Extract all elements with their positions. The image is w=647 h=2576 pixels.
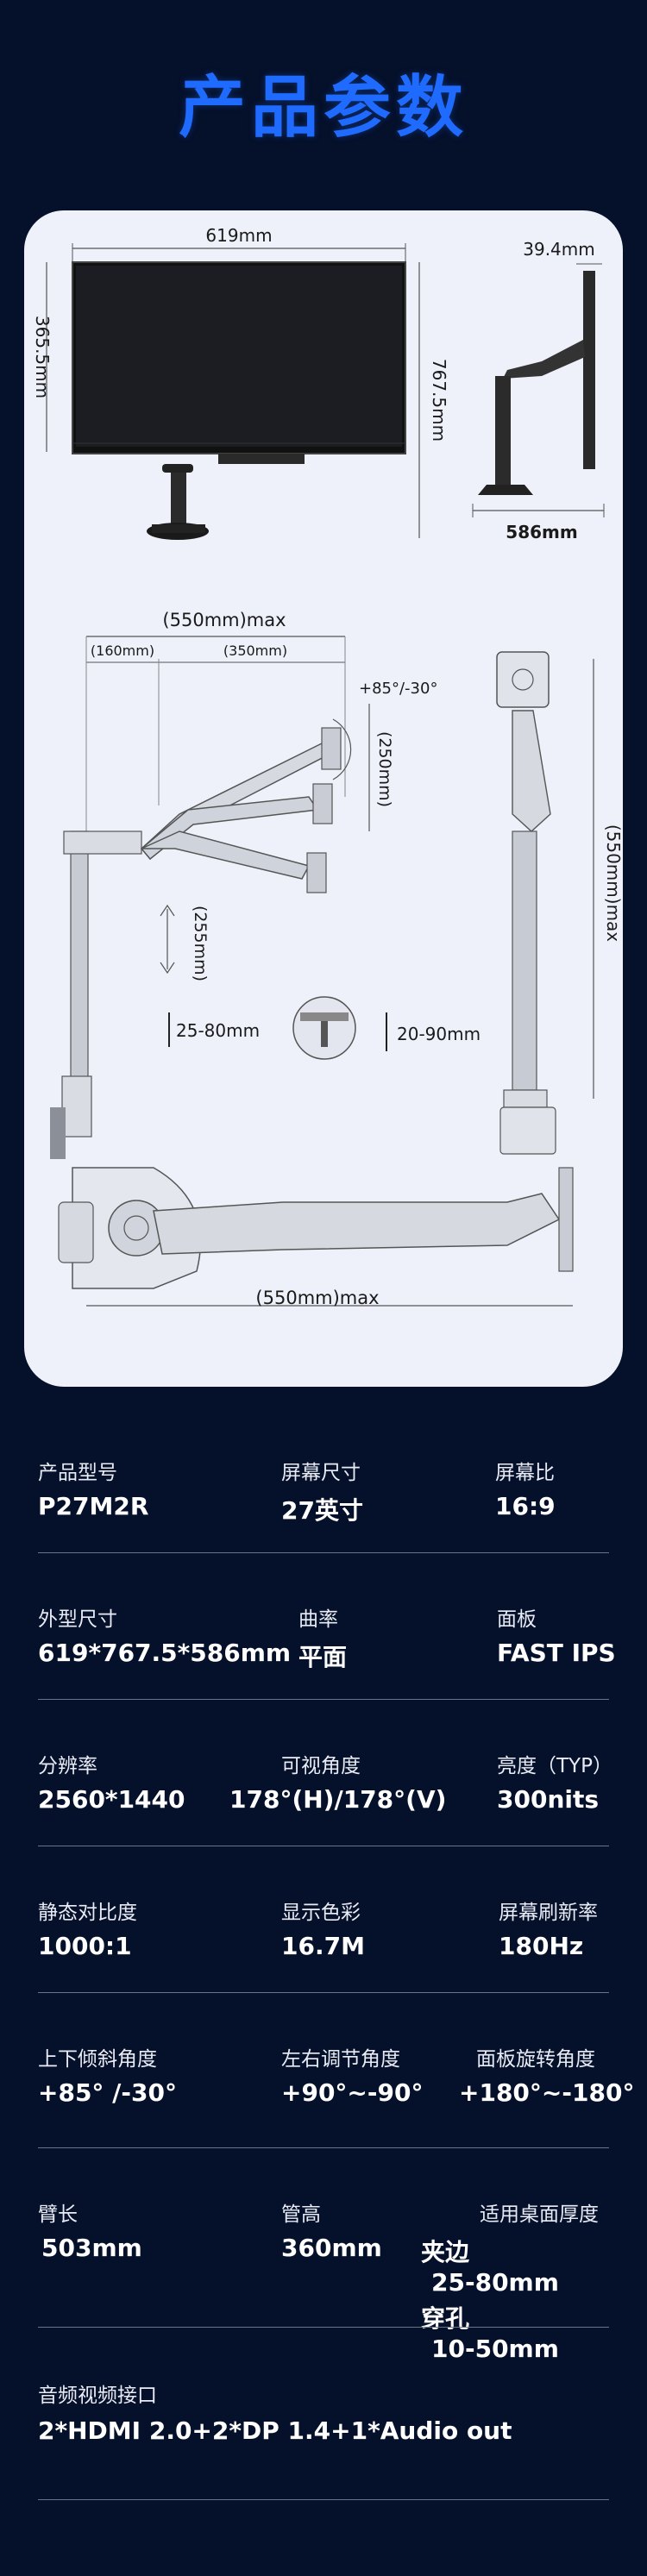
tilt-label: +85°/-30° <box>359 680 437 698</box>
spec-value: 180Hz <box>499 1932 584 1960</box>
spec-label: 亮度（TYP） <box>497 1755 612 1777</box>
spec-value: 503mm <box>41 2234 142 2262</box>
front-pole-view: (550mm)max <box>496 651 623 1155</box>
spec-cell-tilt: 上下倾斜角度 +85° /-30° <box>38 2042 177 2107</box>
spec-label: 分辨率 <box>38 1755 97 1777</box>
spec-row: 外型尺寸 619*767.5*586mm 曲率 平面 面板 FAST IPS <box>38 1602 616 1706</box>
lift-label: (250mm) <box>375 731 394 807</box>
spec-cell-resolution: 分辨率 2560*1440 <box>38 1749 185 1814</box>
spec-label: 屏幕刷新率 <box>499 1902 598 1924</box>
hole-line: 穿孔 10-50mm <box>421 2300 609 2363</box>
spec-cell-colors: 显示色彩 16.7M <box>281 1896 365 1960</box>
spec-cell-refresh-rate: 屏幕刷新率 180Hz <box>499 1896 598 1960</box>
top-reach-label: (550mm)max <box>255 1288 379 1308</box>
spec-cell-contrast: 静态对比度 1000:1 <box>38 1896 137 1960</box>
top-view: (550mm)max <box>58 1167 574 1308</box>
spec-cell-pole-height: 管高 360mm <box>281 2197 382 2262</box>
hole-range-label: 20-90mm <box>397 1024 481 1044</box>
page-title: 产品参数 <box>178 69 468 147</box>
spec-value: 16.7M <box>281 1932 365 1960</box>
spec-cell-swivel: 左右调节角度 +90°~-90° <box>281 2042 423 2107</box>
reach-b-label: (350mm) <box>223 642 287 659</box>
spec-row: 上下倾斜角度 +85° /-30° 左右调节角度 +90°~-90° 面板旋转角… <box>38 2042 634 2154</box>
hole-value: 10-50mm <box>431 2335 559 2363</box>
row-divider <box>38 2327 609 2328</box>
spec-label: 曲率 <box>298 1608 338 1631</box>
spec-label: 面板 <box>497 1608 537 1631</box>
spec-label: 外型尺寸 <box>38 1608 117 1631</box>
spec-row: 产品型号 P27M2R 屏幕尺寸 27英寸 屏幕比 16:9 <box>38 1456 609 1559</box>
spec-label: 臂长 <box>38 2203 78 2226</box>
row-divider <box>38 1992 609 1993</box>
spec-cell-dimensions: 外型尺寸 619*767.5*586mm <box>38 1602 291 1667</box>
spec-value: 300nits <box>497 1785 600 1814</box>
dimension-diagram: 619mm 365.5mm 767.5mm 39.4mm <box>32 225 623 1308</box>
spec-cell-brightness: 亮度（TYP） 300nits <box>497 1749 612 1814</box>
row-divider <box>38 1552 609 1553</box>
spec-value: 2560*1440 <box>38 1785 185 1814</box>
spec-value: +85° /-30° <box>38 2078 177 2107</box>
spec-label: 左右调节角度 <box>281 2048 400 2071</box>
total-height-label: 767.5mm <box>429 359 449 442</box>
spec-label: 音频视频接口 <box>38 2385 157 2407</box>
spec-label: 适用桌面厚度 <box>480 2203 599 2226</box>
width-label: 619mm <box>205 225 272 246</box>
spec-value: +90°~-90° <box>281 2078 424 2107</box>
spec-cell-panel: 面板 FAST IPS <box>497 1602 616 1667</box>
front-view: 619mm 365.5mm 767.5mm <box>32 225 449 540</box>
spec-label: 管高 <box>281 2203 321 2226</box>
spec-row: 静态对比度 1000:1 显示色彩 16.7M 屏幕刷新率 180Hz <box>38 1896 609 1999</box>
spec-value: 178°(H)/178°(V) <box>229 1785 447 1814</box>
spec-label: 可视角度 <box>281 1755 361 1777</box>
reach-max-label: (550mm)max <box>162 610 286 630</box>
spec-cell-model: 产品型号 P27M2R <box>38 1456 148 1520</box>
spec-value: FAST IPS <box>497 1639 616 1667</box>
base-depth-label: 586mm <box>506 522 577 542</box>
spec-cell-ports: 音频视频接口 2*HDMI 2.0+2*DP 1.4+1*Audio out <box>38 2379 512 2445</box>
vertical-max-label: (550mm)max <box>603 824 623 942</box>
side-view: 39.4mm 586mm <box>472 239 605 542</box>
spec-value: 2*HDMI 2.0+2*DP 1.4+1*Audio out <box>38 2416 512 2445</box>
spec-value: P27M2R <box>38 1492 149 1520</box>
spec-value: 1000:1 <box>38 1932 132 1960</box>
spec-label: 屏幕比 <box>495 1462 555 1484</box>
spec-value: 360mm <box>281 2234 382 2262</box>
clamp-value: 25-80mm <box>431 2268 559 2297</box>
spec-label: 显示色彩 <box>281 1902 361 1924</box>
spec-value: 16:9 <box>495 1492 556 1520</box>
spec-cell-desk-thickness: 适用桌面厚度 夹边 25-80mm 穿孔 10-50mm <box>421 2197 609 2363</box>
spec-value: +180°~-180° <box>459 2078 635 2107</box>
spec-row: 音频视频接口 2*HDMI 2.0+2*DP 1.4+1*Audio out <box>38 2379 609 2508</box>
hole-label: 穿孔 <box>421 2304 470 2333</box>
spec-label: 面板旋转角度 <box>476 2048 595 2071</box>
clamp-label: 夹边 <box>421 2238 470 2266</box>
spec-value: 平面 <box>298 1643 348 1671</box>
spec-cell-curvature: 曲率 平面 <box>298 1602 347 1673</box>
spec-cell-arm-length: 臂长 503mm <box>38 2197 142 2262</box>
spec-value: 619*767.5*586mm <box>38 1639 292 1667</box>
dimension-diagram-panel: 619mm 365.5mm 767.5mm 39.4mm <box>24 210 623 1387</box>
spec-row: 分辨率 2560*1440 可视角度 178°(H)/178°(V) 亮度（TY… <box>38 1749 612 1852</box>
clamp-range-label: 25-80mm <box>176 1020 260 1041</box>
pole-adjust-label: (255mm) <box>191 906 210 981</box>
screen-depth-label: 39.4mm <box>523 239 595 260</box>
spec-label: 屏幕尺寸 <box>281 1462 361 1484</box>
spec-row: 臂长 503mm 管高 360mm 适用桌面厚度 夹边 25-80mm 穿孔 1… <box>38 2197 609 2363</box>
reach-a-label: (160mm) <box>91 642 154 659</box>
spec-label: 产品型号 <box>38 1462 117 1484</box>
clamp-line: 夹边 25-80mm <box>421 2234 609 2297</box>
spec-value: 27英寸 <box>281 1496 363 1525</box>
arm-motion-view: (550mm)max (160mm) (350mm) +85°/-30° (25… <box>50 610 481 1159</box>
row-divider <box>38 2499 609 2500</box>
spec-cell-screen-size: 屏幕尺寸 27英寸 <box>281 1456 363 1526</box>
spec-label: 静态对比度 <box>38 1902 137 1924</box>
spec-cell-aspect: 屏幕比 16:9 <box>495 1456 556 1520</box>
screen-height-label: 365.5mm <box>32 316 53 398</box>
spec-cell-rotation: 面板旋转角度 +180°~-180° <box>459 2042 634 2107</box>
spec-label: 上下倾斜角度 <box>38 2048 157 2071</box>
row-divider <box>38 1699 609 1700</box>
row-divider <box>38 2147 609 2148</box>
spec-cell-viewing-angle: 可视角度 178°(H)/178°(V) <box>229 1749 446 1814</box>
